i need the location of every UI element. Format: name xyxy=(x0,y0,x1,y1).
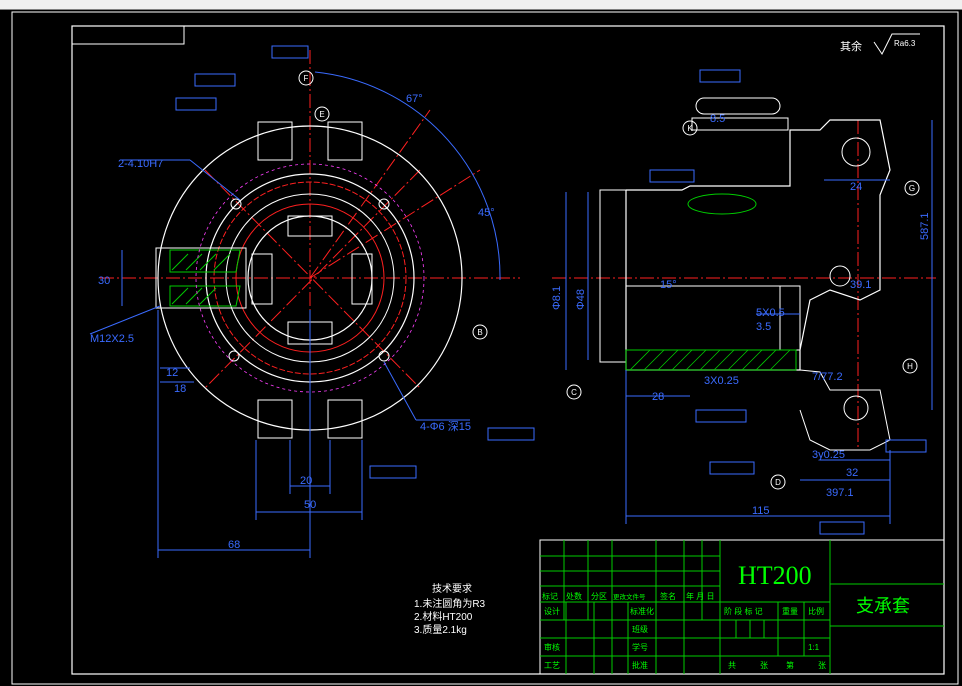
datum-letters: F K B G H C D E xyxy=(304,74,916,487)
datum-letter: G xyxy=(909,184,915,193)
dim-50-label: 50 xyxy=(304,499,316,511)
datum-letter: D xyxy=(775,478,781,487)
holes-label: 4-Φ6 深15 xyxy=(420,420,471,433)
dim-5x05-label: 5X0.5 xyxy=(756,307,785,319)
header-cell: 更改文件号 xyxy=(613,592,646,601)
sheet-cell: 张 xyxy=(818,661,826,670)
sheet-cell: 第 xyxy=(786,660,794,670)
cad-toolbar-strip xyxy=(0,0,962,10)
weight-label: 重量 xyxy=(782,606,798,616)
angle-15-label: 15° xyxy=(660,279,677,291)
corner-tag xyxy=(72,26,185,45)
datum-letter: F xyxy=(304,74,309,83)
datum-letter: B xyxy=(477,328,482,337)
datum-letter: C xyxy=(571,388,577,397)
tech-req-item: 3.质量2.1kg xyxy=(414,624,467,636)
stage-label: 阶 段 标 记 xyxy=(724,606,763,616)
tech-req-item: 1.未注圆角为R3 xyxy=(414,597,486,610)
dim-39-label: 39.1 xyxy=(850,279,871,291)
roughness-note: 其余 Ra6.3 xyxy=(840,33,920,55)
dim-24-label: 24 xyxy=(850,181,862,193)
tech-req-heading: 技术要求 xyxy=(432,582,472,595)
angle-45-label: 45° xyxy=(478,207,495,219)
right-view xyxy=(552,69,936,535)
roughness-value: Ra6.3 xyxy=(894,39,916,48)
header-cell: 年 月 日 xyxy=(686,591,714,601)
header-cell: 分区 xyxy=(591,592,607,601)
mid-row-label: 学号 xyxy=(632,642,648,652)
dim-68-label: 68 xyxy=(228,539,240,551)
dim-35-label: 3.5 xyxy=(756,321,771,333)
mid-row-label: 标准化 xyxy=(630,606,654,616)
dim-772-label: 7/77.2 xyxy=(812,371,843,383)
left-row-label: 审核 xyxy=(544,642,560,652)
mid-row-label: 班级 xyxy=(632,624,648,634)
drawing-frame xyxy=(71,25,945,675)
thread-label: M12X2.5 xyxy=(90,333,134,345)
header-cell: 处数 xyxy=(566,591,582,601)
toolbar-button[interactable] xyxy=(28,0,44,8)
roughness-label: 其余 xyxy=(840,39,862,53)
toolbar-button[interactable] xyxy=(4,0,20,8)
left-row-label: 工艺 xyxy=(544,661,560,670)
dim-28-label: 28 xyxy=(652,391,664,403)
dim-3y025-label: 3y0.25 xyxy=(812,449,845,461)
material-label: HT200 xyxy=(738,561,812,590)
tech-req-item: 2.材料HT200 xyxy=(414,610,473,623)
dia-left2-label: Φ48 xyxy=(575,289,587,310)
header-cell: 签名 xyxy=(660,591,676,601)
dim-85-label: 8.5 xyxy=(710,113,725,125)
drawing-canvas: 67° 45° 2-4.10H7 M12X2.5 30 12 18 20 50 … xyxy=(11,11,959,685)
dia-left1-label: Φ8.1 xyxy=(551,286,563,310)
hole-pattern-label: 2-4.10H7 xyxy=(118,158,163,170)
part-name-label: 支承套 xyxy=(856,596,910,616)
left-row-label: 设计 xyxy=(544,606,560,616)
scale-value: 1:1 xyxy=(808,643,820,652)
dim-115-label: 115 xyxy=(752,505,770,517)
right-dimension-labels: Φ8.1 Φ48 5X0.5 3.5 3X0.25 28 3y0.25 32 3… xyxy=(551,113,931,517)
dim-20-label: 20 xyxy=(300,475,312,487)
dim-587-label: 587.1 xyxy=(919,212,931,240)
outer-border xyxy=(11,11,959,685)
scale-header: 比例 xyxy=(808,606,824,616)
dim-3x025-label: 3X0.25 xyxy=(704,375,739,387)
sheet-cell: 共 xyxy=(728,661,736,670)
dim-30-label: 30 xyxy=(98,275,110,287)
header-cell: 标记 xyxy=(542,591,558,601)
angle-67-label: 67° xyxy=(406,93,423,105)
tech-requirements: 技术要求 1.未注圆角为R3 2.材料HT200 3.质量2.1kg xyxy=(414,582,486,636)
left-view xyxy=(89,45,535,558)
title-block: HT200 支承套 标记 处数 分区 更改文件号 签名 年 月 日 设计 审核 … xyxy=(539,539,945,675)
datum-letter: H xyxy=(907,362,913,371)
dim-12-label: 12 xyxy=(166,367,178,379)
dim-18-label: 18 xyxy=(174,383,186,395)
left-dimension-labels: 67° 45° 2-4.10H7 M12X2.5 30 12 18 20 50 … xyxy=(90,93,495,551)
dim-397-label: 397.1 xyxy=(826,487,854,499)
sheet-cell: 张 xyxy=(760,661,768,670)
datum-letter: E xyxy=(319,110,324,119)
datum-letter: K xyxy=(687,124,693,133)
mid-row-label: 批准 xyxy=(632,660,648,670)
dim-32-label: 32 xyxy=(846,467,858,479)
